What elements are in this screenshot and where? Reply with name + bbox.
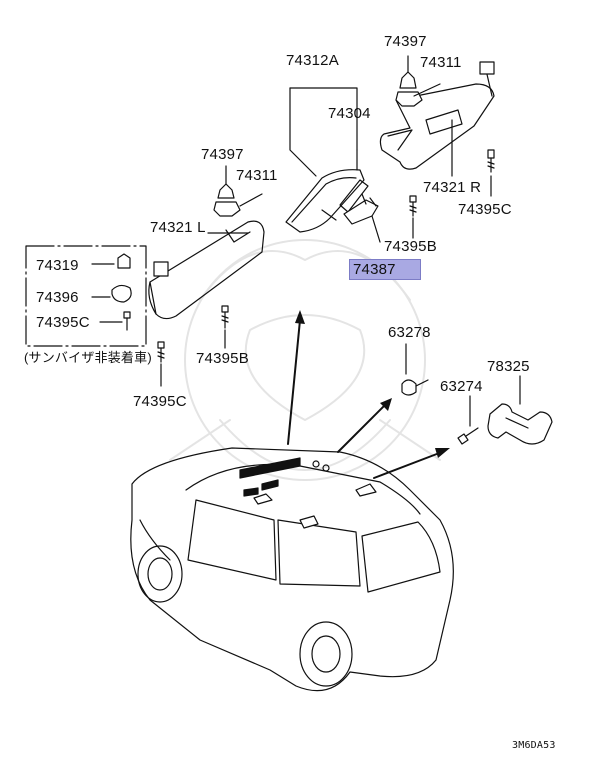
- label-74395B-left[interactable]: 74395B: [196, 350, 249, 367]
- coat-hook: [401, 343, 429, 396]
- variant-note: (サンバイザ非装着車): [24, 350, 152, 365]
- mirror-mount: [343, 149, 381, 243]
- diagram-code: 3M6DA53: [512, 740, 556, 751]
- label-74311-right[interactable]: 74311: [420, 54, 462, 71]
- arrowheads: [295, 310, 450, 458]
- label-74312A[interactable]: 74312A: [286, 52, 339, 69]
- label-74321L[interactable]: 74321 L: [150, 219, 206, 236]
- left-clip: [213, 165, 263, 217]
- label-74395C-right[interactable]: 74395C: [458, 201, 512, 218]
- label-74396[interactable]: 74396: [36, 289, 79, 306]
- label-63274[interactable]: 63274: [440, 378, 483, 395]
- hook-screw: [457, 395, 479, 445]
- label-63278[interactable]: 63278: [388, 324, 431, 341]
- right-clip: [395, 55, 441, 107]
- label-74397-left[interactable]: 74397: [201, 146, 244, 163]
- label-74319[interactable]: 74319: [36, 257, 79, 274]
- label-74387-highlighted[interactable]: 74387: [349, 259, 421, 280]
- rear-view-mirror: [285, 87, 369, 233]
- label-78325[interactable]: 78325: [487, 358, 530, 375]
- left-screw-74395B: [221, 305, 229, 349]
- variant-box: [25, 245, 147, 347]
- right-screw-74395B: [409, 195, 417, 239]
- label-74395C-box[interactable]: 74395C: [36, 314, 90, 331]
- left-screw-74395C: [157, 341, 165, 387]
- label-74395B-right[interactable]: 74395B: [384, 238, 437, 255]
- left-sunvisor: [148, 220, 265, 320]
- label-74311-left[interactable]: 74311: [236, 167, 278, 184]
- label-74321R[interactable]: 74321 R: [423, 179, 482, 196]
- label-74397-right[interactable]: 74397: [384, 33, 427, 50]
- label-74304[interactable]: 74304: [328, 105, 371, 122]
- car-outline: [130, 447, 454, 692]
- label-74395C-left[interactable]: 74395C: [133, 393, 187, 410]
- assist-grip: [487, 375, 553, 445]
- right-screw-74395C: [487, 149, 495, 197]
- right-sunvisor: [379, 61, 495, 177]
- arrows[interactable]: [287, 319, 443, 479]
